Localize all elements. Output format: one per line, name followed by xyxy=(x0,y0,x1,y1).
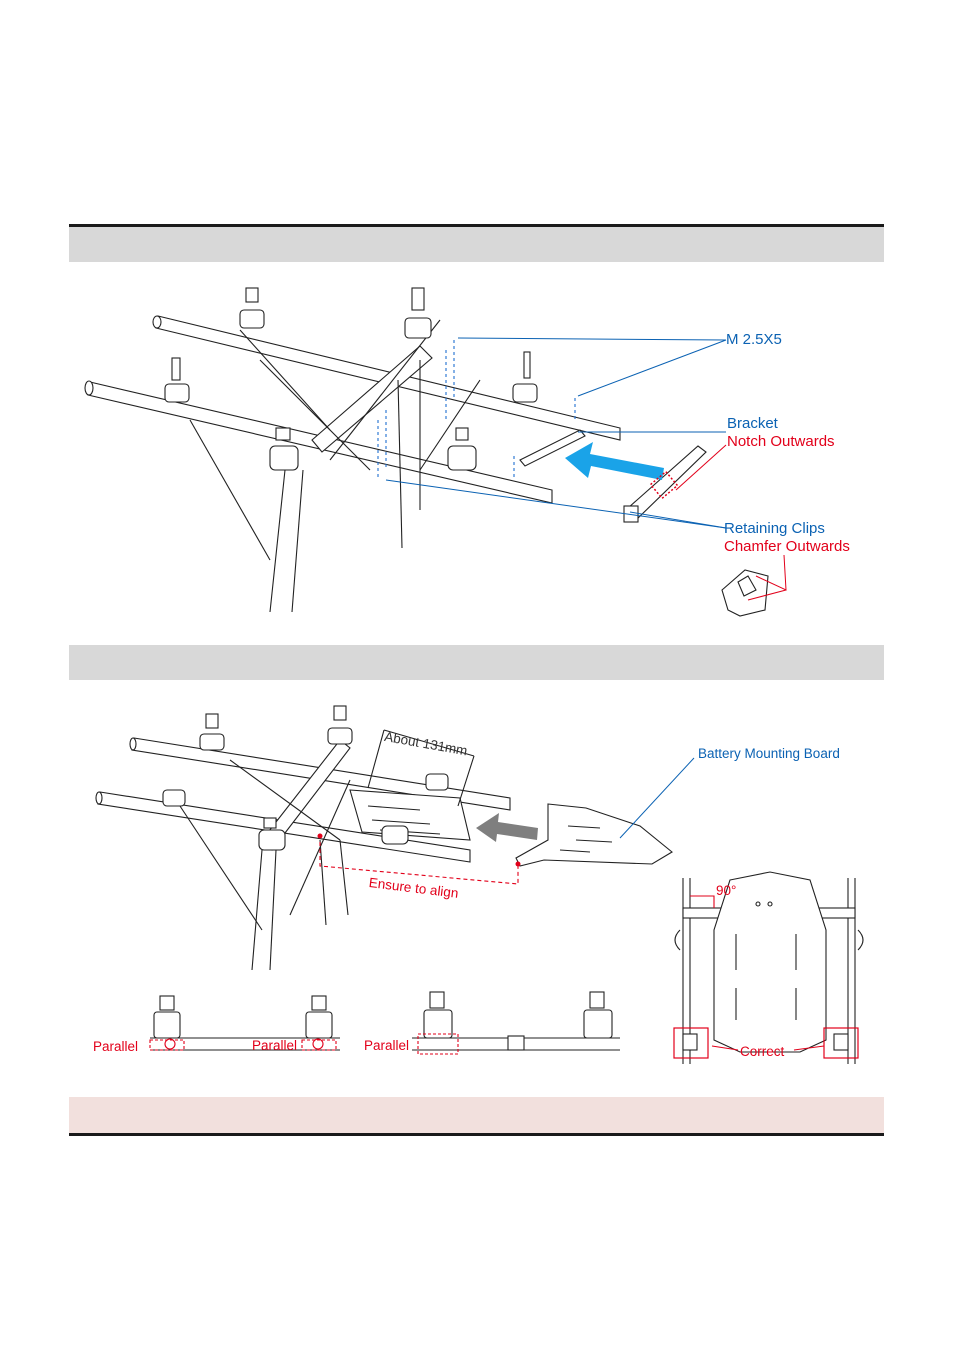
screw-label: M 2.5X5 xyxy=(726,331,782,348)
angle-label: 90° xyxy=(716,883,737,898)
section-band-1 xyxy=(69,227,884,262)
insert-arrow-gray xyxy=(476,813,538,842)
parallel-label-2: Parallel xyxy=(252,1038,298,1053)
insert-arrow xyxy=(565,442,664,480)
clips-label: Retaining Clips xyxy=(724,520,825,537)
parallel-label-1: Parallel xyxy=(93,1039,139,1054)
correct-label: Correct xyxy=(740,1044,785,1059)
section-band-2 xyxy=(69,645,884,680)
note-band xyxy=(69,1097,884,1133)
parallel-label-3: Parallel xyxy=(364,1038,410,1053)
bracket-note: Notch Outwards xyxy=(727,433,835,450)
bottom-rule xyxy=(69,1133,884,1136)
clips-note: Chamfer Outwards xyxy=(724,538,850,555)
top-rule xyxy=(69,224,884,227)
bracket-label: Bracket xyxy=(727,415,778,432)
battery-board-label: Battery Mounting Board xyxy=(698,746,840,761)
